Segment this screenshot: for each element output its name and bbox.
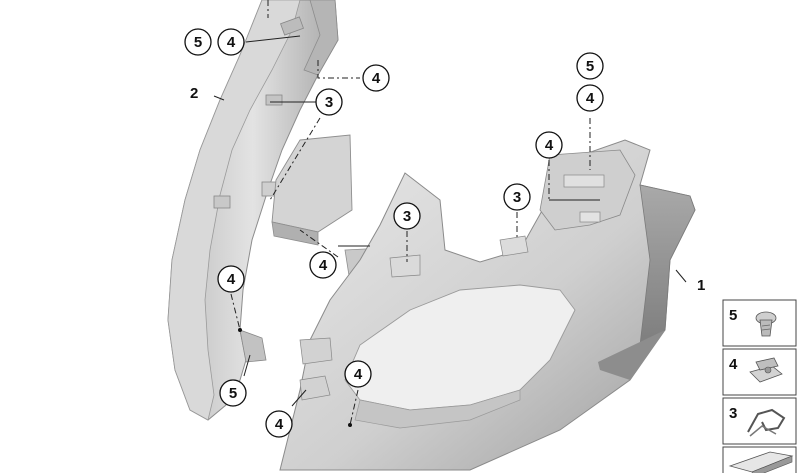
callout-4-bottom-mid: 4 <box>344 360 372 388</box>
svg-text:5: 5 <box>586 58 594 75</box>
hardware-legend: 5 4 3 <box>722 299 797 473</box>
callout-4-upper-mid: 4 <box>362 64 390 92</box>
svg-text:4: 4 <box>319 257 328 274</box>
callout-3-upper-mid: 3 <box>315 88 343 116</box>
svg-text:4: 4 <box>586 90 595 107</box>
callout-4-bottom-left: 4 <box>265 410 293 438</box>
svg-text:4: 4 <box>545 137 554 154</box>
svg-text:4: 4 <box>354 366 363 383</box>
svg-text:3: 3 <box>403 208 411 225</box>
callout-4-center: 4 <box>309 251 337 279</box>
svg-text:4: 4 <box>275 416 284 433</box>
svg-text:4: 4 <box>227 34 236 51</box>
callout-4-right-mid: 4 <box>535 131 563 159</box>
svg-text:4: 4 <box>227 271 236 288</box>
callout-5-top-left: 5 <box>184 28 212 56</box>
main-fairing-part-1 <box>279 139 696 471</box>
svg-text:5: 5 <box>194 34 202 51</box>
callout-5-left-low: 5 <box>219 379 247 407</box>
clip-nut-icon <box>749 357 783 383</box>
screw-icon <box>755 311 777 337</box>
callout-4-top-left: 4 <box>217 28 245 56</box>
callout-3-right-mid: 3 <box>503 183 531 211</box>
part-label-1: 1 <box>697 277 705 294</box>
svg-text:5: 5 <box>229 385 237 402</box>
svg-text:3: 3 <box>325 94 333 111</box>
leader-lines <box>213 0 687 426</box>
wedge-pad-icon <box>728 451 794 473</box>
callout-5-top-right: 5 <box>576 52 604 80</box>
spring-clip-icon <box>747 408 786 437</box>
legend-label-5: 5 <box>729 307 737 324</box>
legend-label-3: 3 <box>729 405 737 422</box>
callout-4-top-right: 4 <box>576 84 604 112</box>
callout-3-center: 3 <box>393 202 421 230</box>
svg-text:4: 4 <box>372 70 381 87</box>
legend-label-4: 4 <box>729 356 738 373</box>
callout-4-left-low: 4 <box>217 265 245 293</box>
part-label-2: 2 <box>190 85 198 102</box>
svg-text:3: 3 <box>513 189 521 206</box>
